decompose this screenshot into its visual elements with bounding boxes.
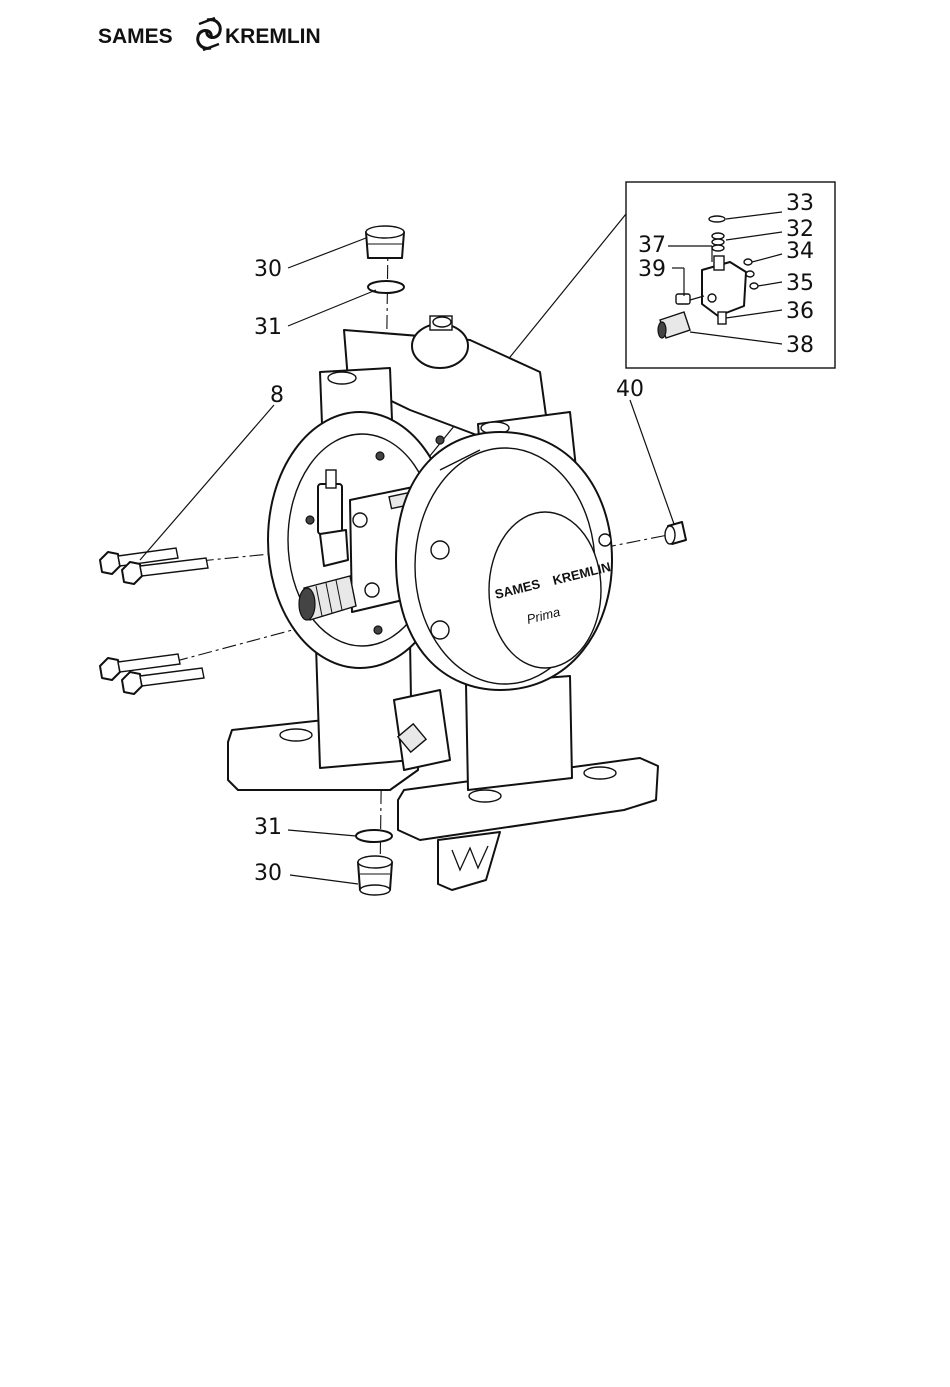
tie-bolt-lower-2 xyxy=(122,668,204,694)
plug-part-40 xyxy=(665,522,686,544)
callout-35: 35 xyxy=(786,271,814,296)
ground-bracket xyxy=(438,832,500,890)
valve-seat-bottom xyxy=(358,856,392,895)
callout-8: 8 xyxy=(270,383,284,408)
callout-31-top: 31 xyxy=(254,315,282,340)
callout-37: 37 xyxy=(638,233,666,258)
valve-seat-top xyxy=(366,226,404,258)
inset-pilot-valve xyxy=(658,216,758,338)
bottom-manifold-front xyxy=(466,676,572,790)
bottom-outlet xyxy=(394,690,450,770)
callout-40: 40 xyxy=(616,377,644,402)
callout-33: 33 xyxy=(786,191,814,216)
callout-36: 36 xyxy=(786,299,814,324)
callout-30-top: 30 xyxy=(254,257,282,282)
callout-31-bottom: 31 xyxy=(254,815,282,840)
front-pump-housing xyxy=(396,432,612,690)
callout-34: 34 xyxy=(786,239,814,264)
callout-30-bottom: 30 xyxy=(254,861,282,886)
o-ring-bottom xyxy=(356,830,392,842)
callout-39: 39 xyxy=(638,257,666,282)
callout-38: 38 xyxy=(786,333,814,358)
